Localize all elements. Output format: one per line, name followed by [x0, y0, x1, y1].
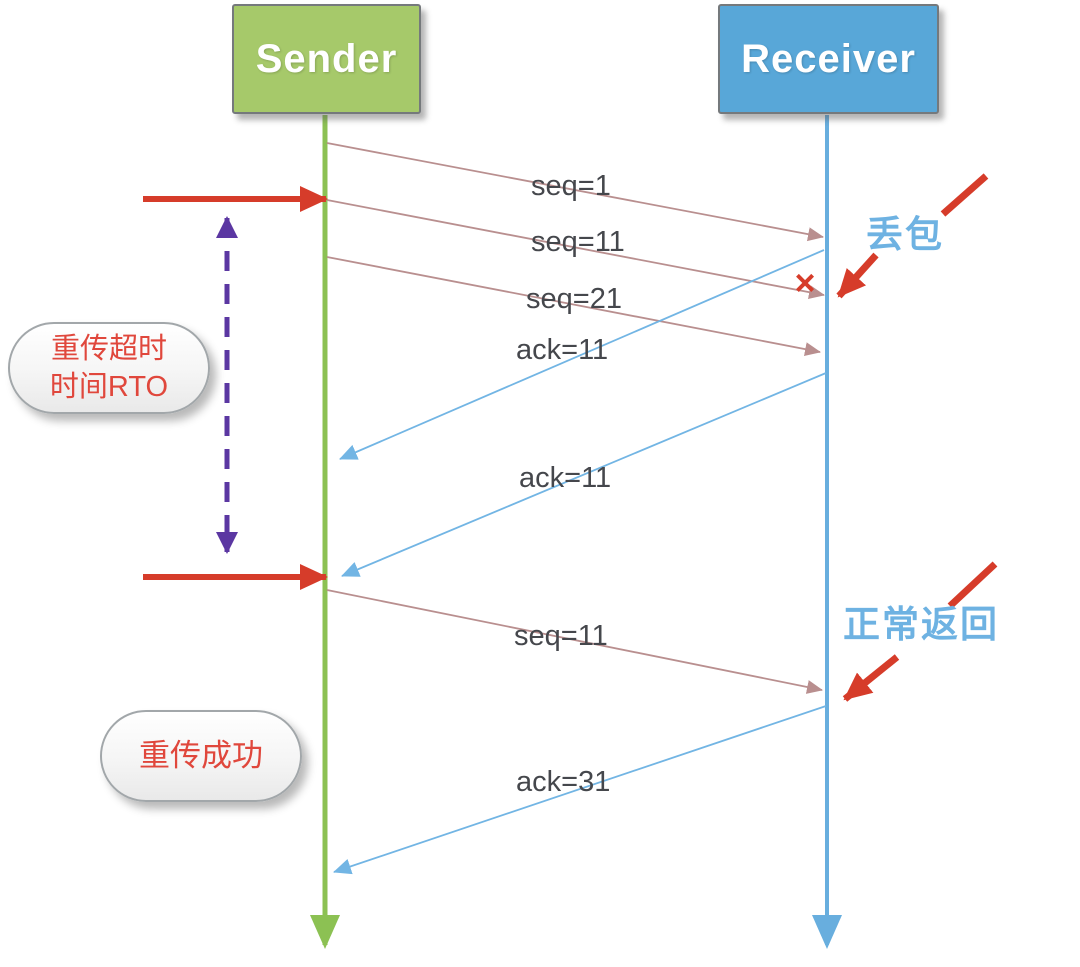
message-label-seq11-retransmit: seq=11: [514, 620, 608, 652]
message-line-seq1: [326, 142, 824, 242]
message-label-seq21: seq=21: [526, 283, 622, 315]
message-label-ack31: ack=31: [516, 766, 611, 798]
receiver-actor-box: Receiver: [718, 4, 939, 114]
receiver-label: Receiver: [741, 36, 916, 81]
message-label-ack11-second: ack=11: [519, 462, 612, 494]
message-line-seq21: [326, 256, 821, 357]
packet-loss-note: 丢包: [866, 214, 944, 255]
message-line-ack11-first: [339, 249, 825, 460]
rto-timeout-bubble: 重传超时 时间RTO: [8, 322, 210, 414]
sender-label: Sender: [255, 36, 398, 81]
drop-mark: ×: [794, 262, 815, 303]
message-line-seq11-retransmit: [326, 589, 823, 694]
normal-return-note: 正常返回: [843, 604, 999, 645]
sender-actor-box: Sender: [232, 4, 421, 114]
message-label-seq11: seq=11: [531, 226, 625, 258]
retransmit-success-bubble: 重传成功: [100, 710, 302, 802]
normal-return-arrow-tail: [947, 561, 998, 609]
normal-return-arrow-head: [842, 654, 900, 702]
message-line-ack11-second: [341, 372, 827, 577]
rto-bubble-line1: 重传超时: [50, 333, 167, 365]
message-label-seq1: seq=1: [531, 170, 611, 202]
rto-bubble-line2: 时间RTO: [49, 371, 169, 403]
packet-loss-arrow-head: [836, 252, 879, 299]
retransmit-success-label: 重传成功: [139, 738, 263, 773]
message-line-ack31: [333, 705, 827, 875]
packet-loss-arrow-tail: [940, 173, 989, 217]
message-label-ack11-first: ack=11: [516, 334, 609, 366]
message-line-seq11-lost: [326, 199, 825, 300]
